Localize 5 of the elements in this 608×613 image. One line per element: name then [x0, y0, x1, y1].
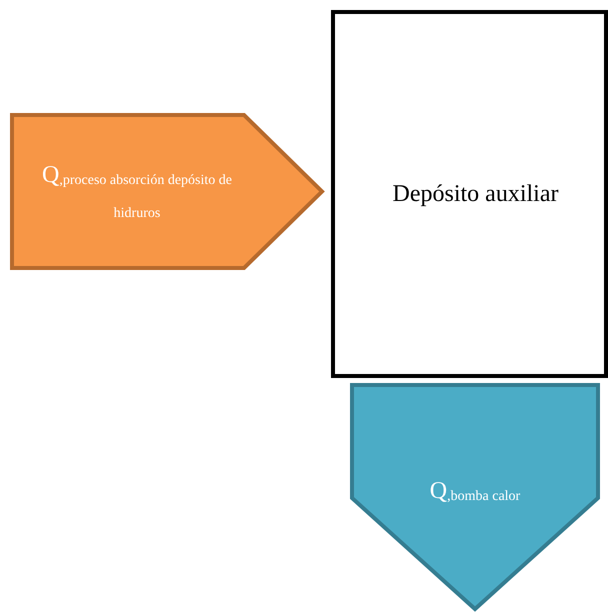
node-label: Q$_{,bomba calor}$ — [430, 477, 520, 506]
process-arrow-shape — [350, 383, 600, 611]
process-arrow-shape — [10, 113, 324, 270]
process-box — [331, 10, 608, 378]
node-label: Depósito auxiliar — [392, 180, 558, 209]
